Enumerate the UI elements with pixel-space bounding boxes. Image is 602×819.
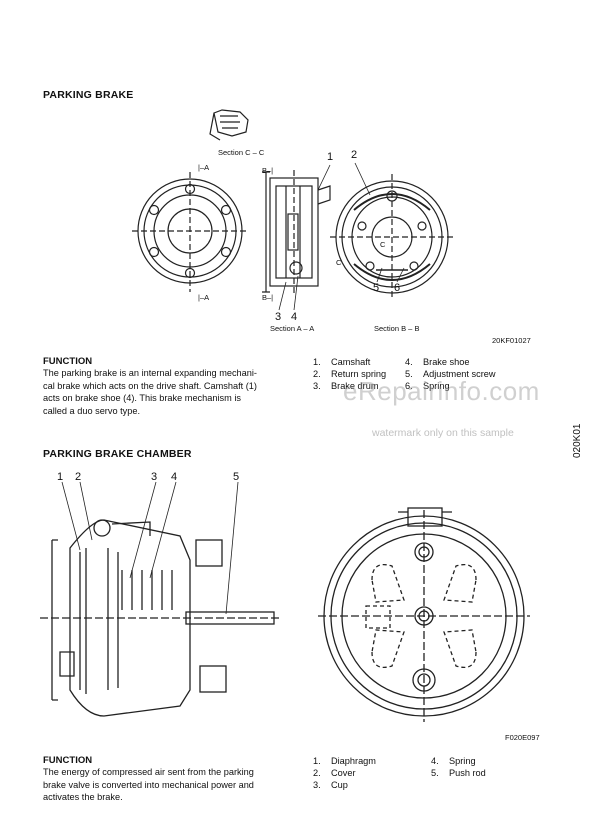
function-text-1: The parking brake is an internal expandi… (43, 368, 257, 416)
section-cc-label: Section C – C (218, 148, 265, 157)
watermark-notice: watermark only on this sample (372, 427, 514, 439)
section-bb-label: Section B – B (374, 324, 420, 333)
section-aa-view (262, 170, 331, 296)
chamber-front-view (318, 507, 530, 722)
brake-drum-front-view (132, 172, 248, 292)
chamber-callout-1: 1 (57, 471, 64, 483)
figure-code-2: F020E097 (505, 733, 540, 742)
section-bb-view (330, 174, 454, 300)
chamber-cross-section (40, 519, 280, 717)
section-cc-detail (209, 109, 249, 141)
section-title-brake-chamber: PARKING BRAKE CHAMBER (43, 448, 192, 460)
section-mark-b-top: B–| (262, 166, 274, 175)
section-mark-c-inner: C (380, 240, 386, 249)
callout-2: 2 (351, 149, 358, 161)
chamber-callout-4: 4 (171, 471, 178, 483)
callout-3: 3 (275, 311, 282, 323)
callout-1: 1 (327, 151, 334, 163)
chamber-callout-3: 3 (151, 471, 158, 483)
section-mark-b-bottom: B–| (262, 293, 274, 302)
chamber-callout-5: 5 (233, 471, 240, 483)
watermark-site: eRepairinfo.com (343, 376, 540, 406)
function-title-1: FUNCTION (43, 356, 93, 367)
section-mark-a-bottom: |–A (198, 293, 210, 302)
callout-5: 5 (373, 282, 380, 294)
function-text-2: The energy of compressed air sent from t… (43, 767, 254, 803)
parts-legend-1: 1.Camshaft 4.Brake shoe 2.Return spring … (313, 357, 496, 391)
section-mark-c-outer: C (336, 258, 342, 267)
callout-4: 4 (291, 311, 298, 323)
section-title-parking-brake: PARKING BRAKE (43, 89, 134, 101)
parts-legend-2: 1.Diaphragm 4.Spring 2.Cover 5.Push rod … (313, 756, 486, 790)
section-mark-a-top: |–A (198, 163, 210, 172)
callout-6: 6 (394, 282, 401, 294)
section-aa-label: Section A – A (270, 324, 315, 333)
figure-code-1: 20KF01027 (492, 336, 531, 345)
chamber-callout-2: 2 (75, 471, 82, 483)
function-title-2: FUNCTION (43, 755, 93, 766)
